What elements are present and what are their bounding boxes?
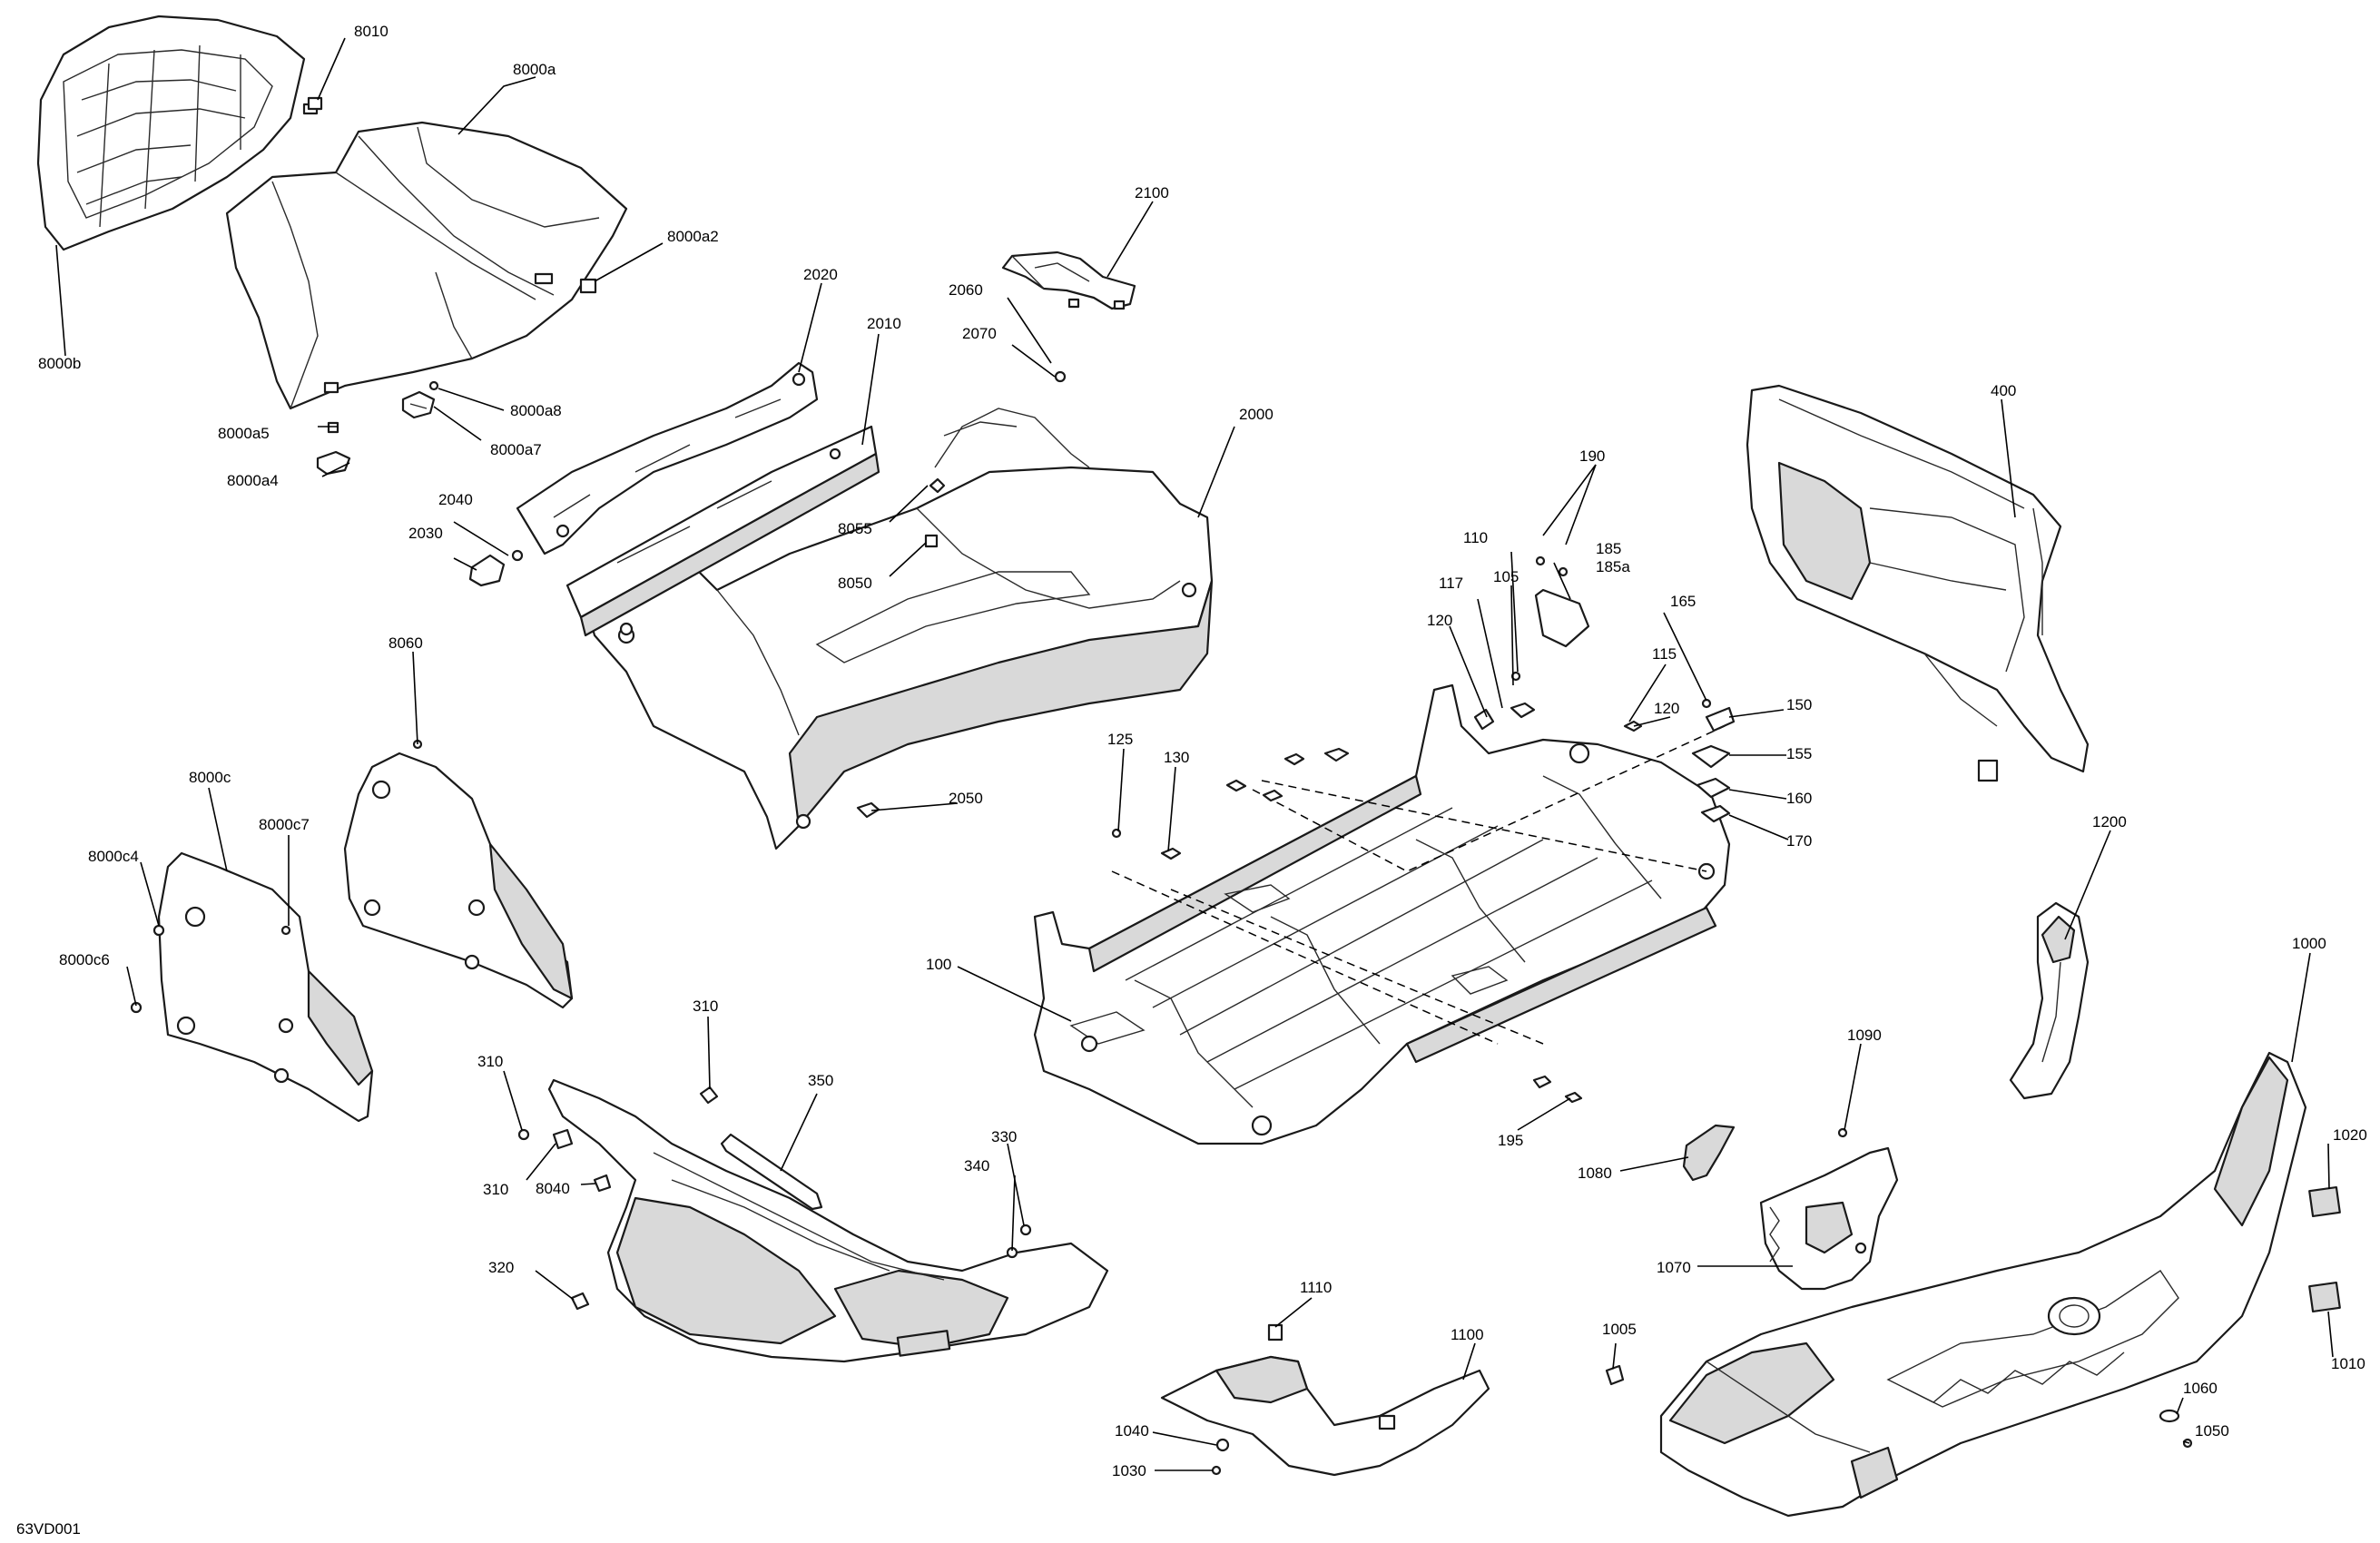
callout-8000a: 8000a [513, 61, 556, 78]
callout-2060: 2060 [949, 281, 983, 299]
part-1080-clip [1682, 1124, 1736, 1182]
callout-195: 195 [1498, 1132, 1523, 1149]
callout-1010: 1010 [2331, 1355, 2365, 1372]
callout-8040: 8040 [536, 1180, 570, 1197]
part-100-floor-frame [1033, 683, 1731, 1145]
callout-320: 320 [488, 1259, 514, 1276]
part-8000a-shroud [225, 121, 628, 410]
part-1020-decal [2308, 1185, 2341, 1218]
hardware-300-group [517, 1086, 1032, 1311]
callout-130: 130 [1164, 749, 1189, 766]
part-8000c-side-panel [130, 851, 374, 1123]
part-1000-front-fascia [1659, 1051, 2307, 1518]
callout-120-b: 120 [1654, 700, 1679, 717]
callout-2050: 2050 [949, 790, 983, 807]
callout-8000a2: 8000a2 [667, 228, 719, 245]
callout-150: 150 [1786, 696, 1812, 713]
part-2020-bracket [516, 361, 819, 555]
callout-8010: 8010 [354, 23, 388, 40]
part-1200-strip [2009, 901, 2090, 1100]
callout-1080: 1080 [1578, 1165, 1612, 1182]
part-1100-deflector [1160, 1323, 1490, 1477]
hardware-100-group [1111, 555, 1736, 1104]
callout-2030: 2030 [408, 525, 443, 542]
diagram-code: 63VD001 [16, 1520, 81, 1538]
callout-8000c4: 8000c4 [88, 848, 139, 865]
callout-8000c: 8000c [189, 769, 231, 786]
callout-8000c7: 8000c7 [259, 816, 310, 833]
callout-labels: 8010 8000a 8000a2 8000b 8000a8 8000a5 80… [38, 23, 2367, 1479]
callout-117: 117 [1439, 575, 1463, 592]
callout-1000: 1000 [2292, 935, 2326, 952]
hardware-8000-group [307, 96, 597, 476]
callout-400: 400 [1991, 382, 2016, 399]
callout-1060: 1060 [2183, 1380, 2218, 1397]
callout-1110: 1110 [1300, 1279, 1332, 1296]
callout-1005: 1005 [1602, 1321, 1637, 1338]
callout-160: 160 [1786, 790, 1812, 807]
hardware-2000-group [468, 370, 1067, 819]
callout-190: 190 [1579, 447, 1605, 465]
callout-1040: 1040 [1115, 1422, 1149, 1440]
callout-310-a: 310 [693, 998, 718, 1015]
callout-330: 330 [991, 1128, 1017, 1145]
callout-2000: 2000 [1239, 406, 1274, 423]
callout-8000a4: 8000a4 [227, 472, 279, 489]
callout-165: 165 [1670, 593, 1696, 610]
callout-155: 155 [1786, 745, 1812, 762]
callout-1070: 1070 [1657, 1259, 1691, 1276]
callout-1050: 1050 [2195, 1422, 2229, 1440]
callout-8000b: 8000b [38, 355, 81, 372]
callout-2070: 2070 [962, 325, 997, 342]
part-1010-decal [2308, 1281, 2341, 1313]
callout-2100: 2100 [1135, 184, 1169, 201]
callout-1100: 1100 [1451, 1326, 1484, 1343]
callout-2040: 2040 [438, 491, 473, 508]
callout-8050: 8050 [838, 575, 872, 592]
part-8000b-grille [36, 15, 319, 251]
callout-310-b: 310 [477, 1053, 503, 1070]
callout-1090: 1090 [1847, 1027, 1882, 1044]
callout-340: 340 [964, 1157, 989, 1174]
part-2100-bracket [1001, 251, 1136, 310]
callout-8000a7: 8000a7 [490, 441, 542, 458]
callout-125: 125 [1107, 731, 1133, 748]
part-1070-bracket [1759, 1146, 1899, 1291]
part-400-side-panel [1746, 384, 2090, 782]
callout-120-a: 120 [1427, 612, 1452, 629]
part-2010-panel [565, 425, 880, 637]
callout-185: 185 [1596, 540, 1621, 557]
callout-170: 170 [1786, 832, 1812, 850]
callout-1200: 1200 [2092, 813, 2127, 830]
part-8060-side-panel [343, 739, 574, 1009]
callout-8000a8: 8000a8 [510, 402, 562, 419]
callout-100: 100 [926, 956, 951, 973]
part-2000-console [579, 408, 1214, 850]
callout-1030: 1030 [1112, 1462, 1146, 1479]
callout-8060: 8060 [388, 634, 423, 652]
callout-2020: 2020 [803, 266, 838, 283]
callout-350: 350 [808, 1072, 833, 1089]
callout-8000a5: 8000a5 [218, 425, 270, 442]
leader-lines [55, 37, 2334, 1471]
callout-8055: 8055 [838, 520, 872, 537]
callout-8000c6: 8000c6 [59, 951, 110, 968]
callout-110: 110 [1463, 529, 1488, 546]
callout-310-c: 310 [483, 1181, 508, 1198]
callout-1020: 1020 [2333, 1126, 2367, 1144]
callout-115: 115 [1652, 645, 1677, 663]
part-350-bin [547, 1078, 1109, 1363]
callout-2010: 2010 [867, 315, 901, 332]
callout-185a: 185a [1596, 558, 1630, 575]
hardware-1000-group [1605, 1127, 2193, 1449]
callout-105: 105 [1493, 568, 1519, 585]
